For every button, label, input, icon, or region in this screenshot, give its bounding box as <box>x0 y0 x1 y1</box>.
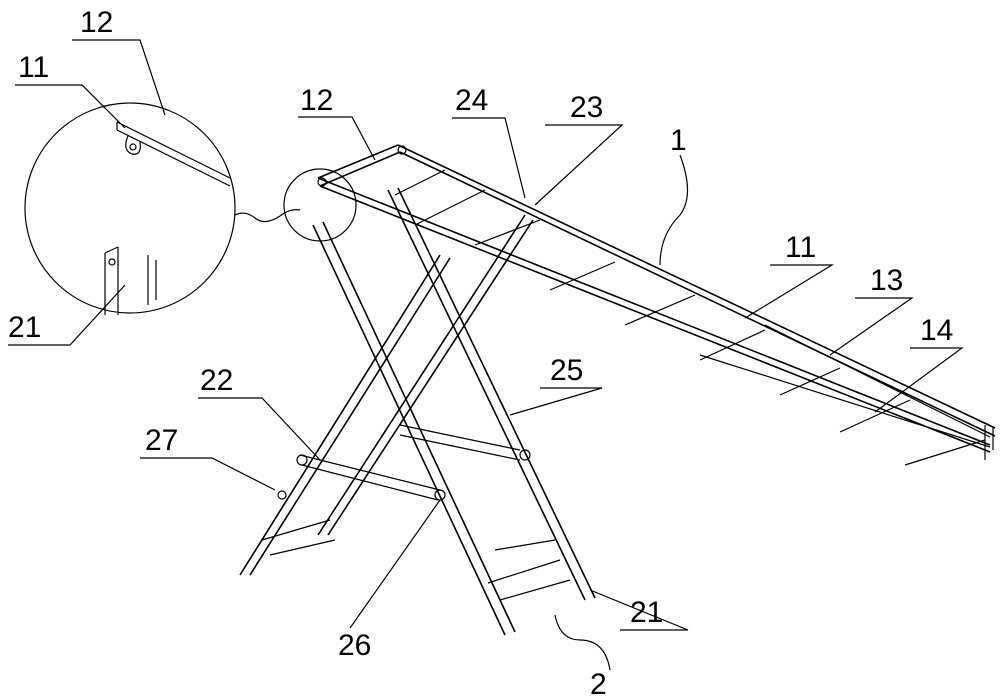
label-12-inset: 12 <box>80 6 113 39</box>
leader-lines <box>8 39 964 671</box>
label-12: 12 <box>300 84 333 117</box>
label-26: 26 <box>338 629 371 662</box>
label-24: 24 <box>455 84 488 117</box>
inset-detail <box>24 102 357 315</box>
top-ladder <box>317 144 996 466</box>
support-frame <box>239 187 596 636</box>
label-21: 21 <box>630 596 663 629</box>
label-11: 11 <box>785 231 816 264</box>
label-14: 14 <box>920 314 953 347</box>
label-27: 27 <box>145 424 178 457</box>
label-2: 2 <box>590 668 607 699</box>
label-21-inset: 21 <box>8 311 41 344</box>
label-22: 22 <box>200 364 233 397</box>
label-1: 1 <box>670 124 687 157</box>
label-11-inset: 11 <box>18 51 49 84</box>
label-25: 25 <box>550 354 583 387</box>
label-13: 13 <box>870 264 903 297</box>
label-23: 23 <box>570 91 603 124</box>
